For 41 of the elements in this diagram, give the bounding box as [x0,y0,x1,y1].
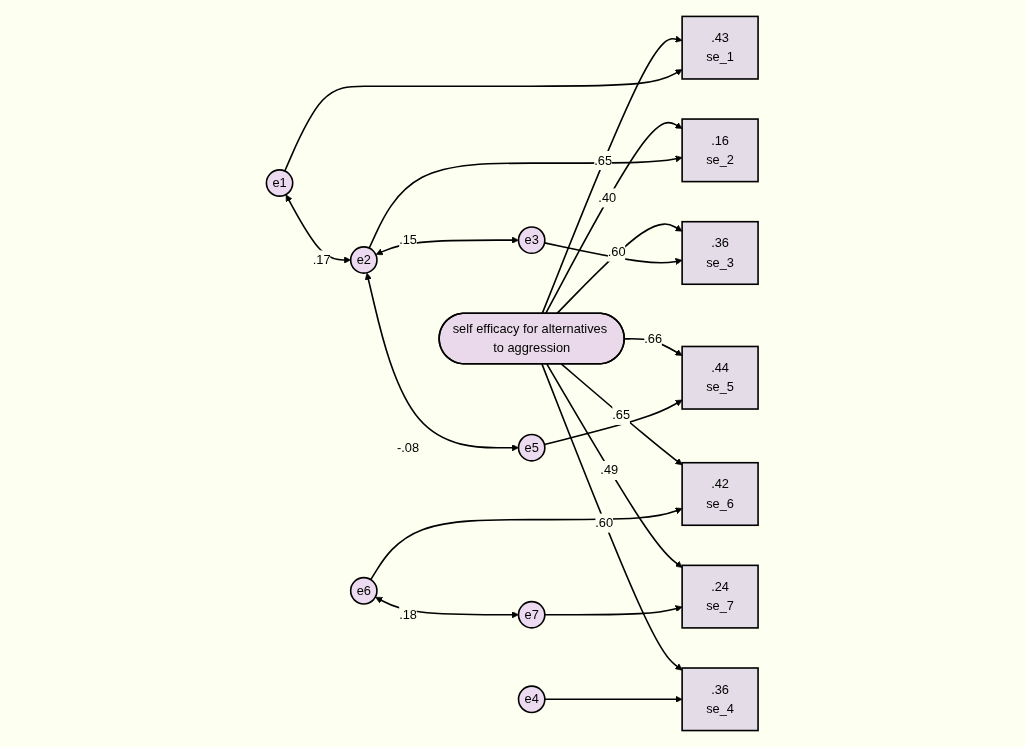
arrow [556,223,683,315]
arrow [541,363,683,671]
node-box: .16 se_2 [681,118,760,183]
node-box: .44 se_5 [681,345,760,410]
node-box: .36 se_4 [681,667,760,732]
edge-label: .60 [595,515,614,530]
arrow [370,507,683,581]
arrow [624,338,683,356]
arrow [375,596,520,619]
node-circle: e7 [518,600,546,629]
arrow [285,194,352,264]
node-box: .36 se_3 [681,220,760,286]
arrow [541,35,683,315]
node-circle: e5 [518,433,546,462]
edge-label: .15 [399,232,418,247]
edge-label: .65 [594,153,613,167]
node-box: .24 se_7 [681,564,760,629]
edge-label: .40 [598,190,617,205]
node-circle: e4 [518,685,546,714]
node-circle: e3 [518,226,546,255]
arrow [544,242,683,265]
edge-label: .17 [313,252,331,267]
node-circle: e2 [350,246,378,274]
node-box: .42 se_6 [681,461,760,527]
node-circle: e6 [350,576,378,605]
arrow [546,363,683,568]
edge-label: .65 [612,408,631,422]
arrow [365,272,520,452]
node-box: .43 se_1 [681,15,760,80]
arrow [545,121,683,315]
arrow [376,236,520,256]
edge-label: -.08 [397,440,420,455]
arrow [561,363,683,466]
edge-label: .18 [399,607,418,622]
node-circle: e1 [265,169,294,197]
arrow [368,155,683,249]
edge-label: .66 [644,331,663,345]
arrow [284,69,683,172]
arrow [543,399,683,446]
edge-label: .60 [607,244,626,259]
edge-label: .49 [600,463,619,477]
